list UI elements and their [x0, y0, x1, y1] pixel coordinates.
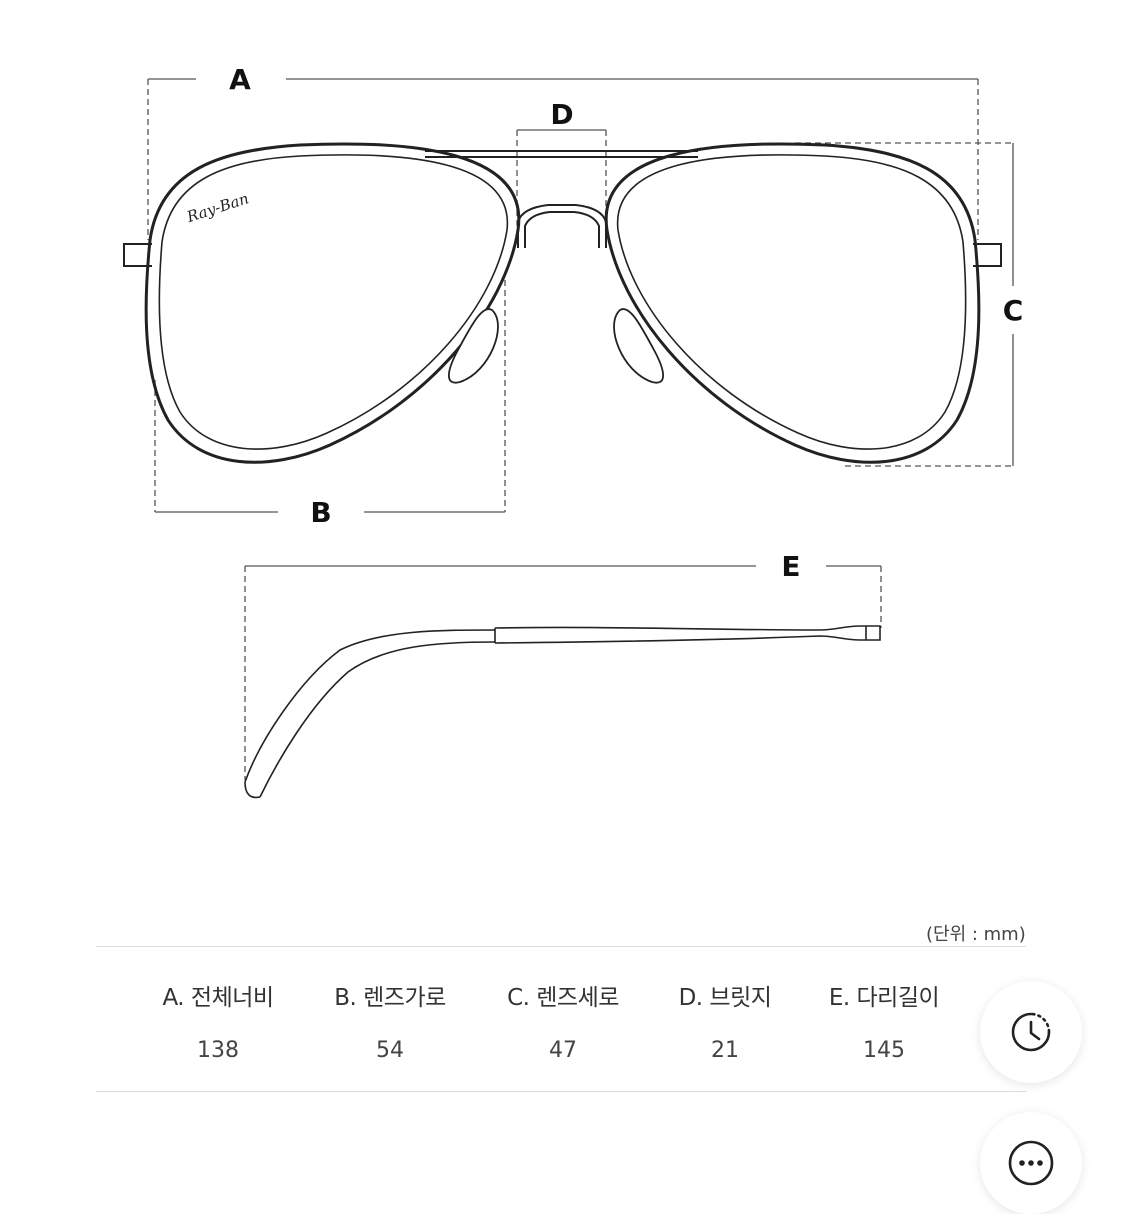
recent-history-button[interactable] [980, 981, 1082, 1083]
glasses-hinges [123, 243, 1002, 267]
dimension-label-d: D [550, 98, 573, 131]
spec-value: 21 [710, 1038, 739, 1063]
dimension-d [516, 129, 607, 240]
glasses-bridge [517, 204, 607, 248]
spec-table-bottom-divider [96, 1091, 1026, 1092]
dimension-label-b: B [310, 496, 331, 529]
spec-bridge: D. 브릿지 21 [679, 978, 772, 1063]
spec-label: B. 렌즈가로 [334, 985, 446, 1011]
spec-value: 54 [375, 1038, 404, 1063]
spec-label: E. 다리길이 [828, 985, 940, 1011]
nose-pads [447, 308, 665, 384]
dimension-label-a: A [229, 63, 251, 96]
dimension-label-c: C [1003, 294, 1024, 327]
spec-total-width: A. 전체너비 138 [162, 978, 274, 1063]
unit-note: (단위 : mm) [926, 924, 1026, 945]
more-options-button[interactable] [980, 1112, 1082, 1214]
spec-lens-height: C. 렌즈세로 47 [507, 978, 619, 1063]
spec-label: D. 브릿지 [678, 985, 772, 1011]
dimension-label-e: E [781, 550, 800, 583]
temple-side-view [244, 625, 881, 799]
glasses-top-bar [425, 150, 698, 158]
spec-value: 47 [548, 1038, 577, 1063]
left-lens [144, 142, 521, 464]
spec-label: C. 렌즈세로 [507, 985, 619, 1011]
spec-temple-length: E. 다리길이 145 [828, 978, 940, 1063]
dimension-a [147, 78, 979, 240]
spec-lens-width: B. 렌즈가로 54 [334, 978, 446, 1063]
spec-table-top-divider [96, 946, 1026, 947]
ray-ban-logo: Ray-Ban [184, 189, 251, 226]
dimension-e [244, 565, 882, 780]
glasses-size-diagram: A D C B E [123, 63, 1024, 799]
spec-label: A. 전체너비 [162, 985, 274, 1011]
more-dots-icon [1008, 1140, 1054, 1186]
dimension-c [795, 142, 1014, 467]
clock-history-icon [1011, 1012, 1051, 1052]
spec-value: 145 [862, 1038, 905, 1063]
dimension-b [154, 280, 506, 513]
right-lens [604, 142, 981, 464]
spec-value: 138 [197, 1038, 239, 1063]
